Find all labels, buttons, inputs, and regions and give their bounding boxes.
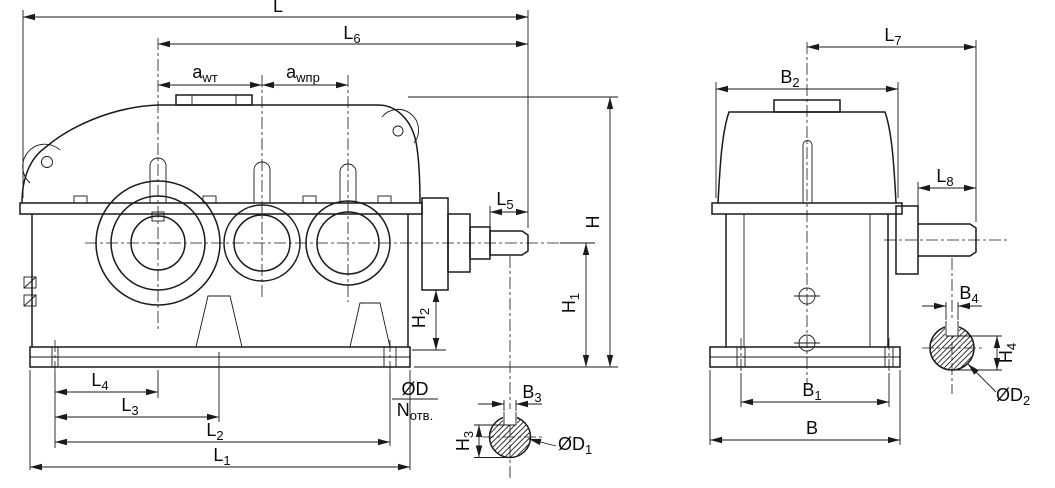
- dim-b4-label: B4: [959, 283, 978, 306]
- dim-l8-label: L8: [936, 166, 953, 189]
- dim-d2-label: ØD2: [996, 385, 1030, 408]
- dim-l4: L4: [54, 370, 159, 448]
- hole-diameter-label: ØD: [402, 379, 429, 399]
- dim-h3: H3: [453, 424, 510, 458]
- dim-l6-label: L6: [343, 23, 360, 46]
- dim-l6: L6: [158, 23, 528, 48]
- dim-l7: L7: [807, 25, 977, 222]
- dim-l3: L3: [55, 352, 220, 422]
- dim-l-label: L: [273, 0, 283, 16]
- dim-l7-label: L7: [884, 25, 901, 48]
- dim-b4: B4: [922, 283, 982, 320]
- dim-h2: H2: [409, 290, 446, 351]
- dim-h2-label: H2: [409, 308, 432, 328]
- side-view-housing: [19, 94, 423, 348]
- dim-l1-label: L1: [213, 445, 230, 468]
- dim-l: L: [22, 0, 529, 228]
- dim-b3-label: B3: [522, 382, 541, 405]
- dim-b1: B1: [740, 373, 890, 407]
- dim-l8: L8: [917, 166, 976, 206]
- dim-d1-callout: ØD1: [528, 434, 592, 457]
- dim-hole-callout: ØD Nотв.: [392, 379, 438, 423]
- dim-h3-label: H3: [453, 431, 476, 451]
- dim-h4-label: H4: [996, 343, 1019, 363]
- dim-b3: B3: [478, 382, 542, 411]
- end-view-housing: [709, 99, 903, 368]
- dim-l2: L2: [55, 373, 391, 446]
- dim-awt-label: awт: [192, 62, 217, 85]
- dimensions: L L6 awт awпр L5 H H1: [22, 0, 1030, 471]
- dim-b1-label: B1: [802, 380, 821, 403]
- dim-h4: H4: [952, 335, 1019, 371]
- end-view-centerlines: [740, 42, 1008, 394]
- dim-h: H: [408, 96, 618, 368]
- dim-awt: awт: [158, 62, 262, 89]
- dim-b2-label: B2: [780, 67, 799, 90]
- dim-l5-label: L5: [496, 189, 513, 212]
- dim-b2: B2: [715, 67, 899, 198]
- dim-l2-label: L2: [206, 420, 223, 443]
- dim-b: B: [709, 370, 901, 445]
- dim-l3-label: L3: [121, 395, 138, 418]
- hole-count-label: Nотв.: [397, 400, 433, 423]
- dim-awpr: awпр: [262, 62, 348, 89]
- dim-l5: L5: [489, 189, 528, 227]
- side-view-base: [29, 346, 411, 368]
- dim-awpr-label: awпр: [286, 62, 320, 85]
- dim-h1-label: H1: [559, 293, 582, 313]
- dim-h1: H1: [559, 242, 595, 367]
- dim-d1-label: ØD1: [558, 434, 592, 457]
- dim-l1: L1: [29, 370, 411, 471]
- dim-h-label: H: [583, 216, 603, 229]
- dim-l4-label: L4: [91, 370, 108, 393]
- dim-b-label: B: [806, 418, 818, 438]
- dim-d2-callout: ØD2: [967, 363, 1030, 408]
